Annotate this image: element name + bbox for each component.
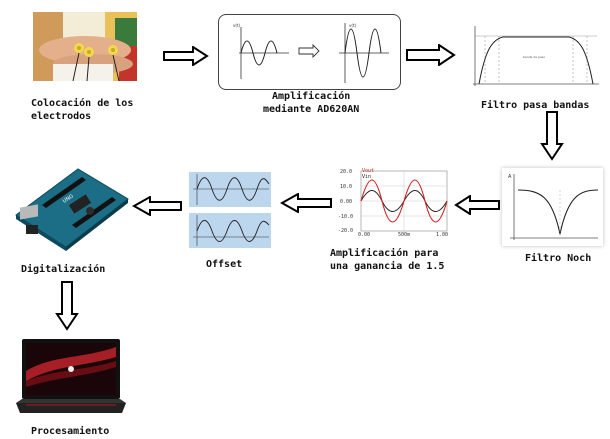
offset-label: Offset: [206, 259, 243, 270]
block-arrow-down-icon: [540, 111, 564, 161]
gain-y-tick-3: 0.00: [340, 199, 353, 205]
block-arrow-left-icon: [132, 196, 182, 216]
gain-x-tick-1: 0.00: [358, 232, 371, 238]
digitization-label: Digitalización: [21, 264, 106, 275]
svg-text:v(t): v(t): [349, 23, 356, 28]
offset-plot-bottom: [189, 213, 271, 248]
gain-legend-vout: Vout: [362, 168, 375, 174]
laptop-image: [12, 337, 130, 417]
gain-legend-vin: Vin: [362, 174, 372, 180]
block-arrow-left-icon: [280, 193, 332, 213]
electrodes-label: Colocación de los electrodos: [31, 98, 134, 122]
notch-plot: A: [502, 168, 603, 246]
electrodes-photo: [33, 12, 137, 81]
offset-plot-top: [189, 172, 271, 207]
block-arrow-left-icon: [454, 195, 500, 215]
bandpass-plot: banda de paso: [469, 22, 601, 90]
notch-label: Filtro Noch: [525, 253, 592, 264]
block-arrow-right-icon: [406, 44, 456, 66]
gain-x-tick-2: 500m: [398, 232, 411, 238]
block-arrow-right-icon: [163, 46, 209, 66]
gain-y-tick-1: 20.0: [340, 169, 353, 175]
gain-y-tick-4: -10.0: [338, 214, 354, 220]
svg-text:A: A: [508, 174, 512, 180]
gain-y-tick-2: 10.0: [340, 184, 353, 190]
gain-x-tick-3: 1.00: [436, 232, 449, 238]
processing-label: Procesamiento: [31, 426, 110, 437]
svg-text:v(t): v(t): [233, 23, 240, 28]
block-arrow-down-icon: [55, 281, 79, 331]
svg-text:UNO: UNO: [62, 193, 75, 204]
gain-label: Amplificación para una ganancia de 1.5: [330, 248, 445, 272]
amplification-label: Amplificación mediante AD620AN: [263, 91, 360, 115]
amplification-box: v(t) v(t): [218, 14, 401, 90]
bandpass-label: Filtro pasa bandas: [481, 100, 590, 111]
arduino-board-image: UNO: [12, 163, 130, 251]
gain-plot: [339, 167, 450, 239]
svg-text:banda de paso: banda de paso: [523, 55, 545, 59]
gain-y-tick-5: -20.0: [338, 228, 354, 234]
